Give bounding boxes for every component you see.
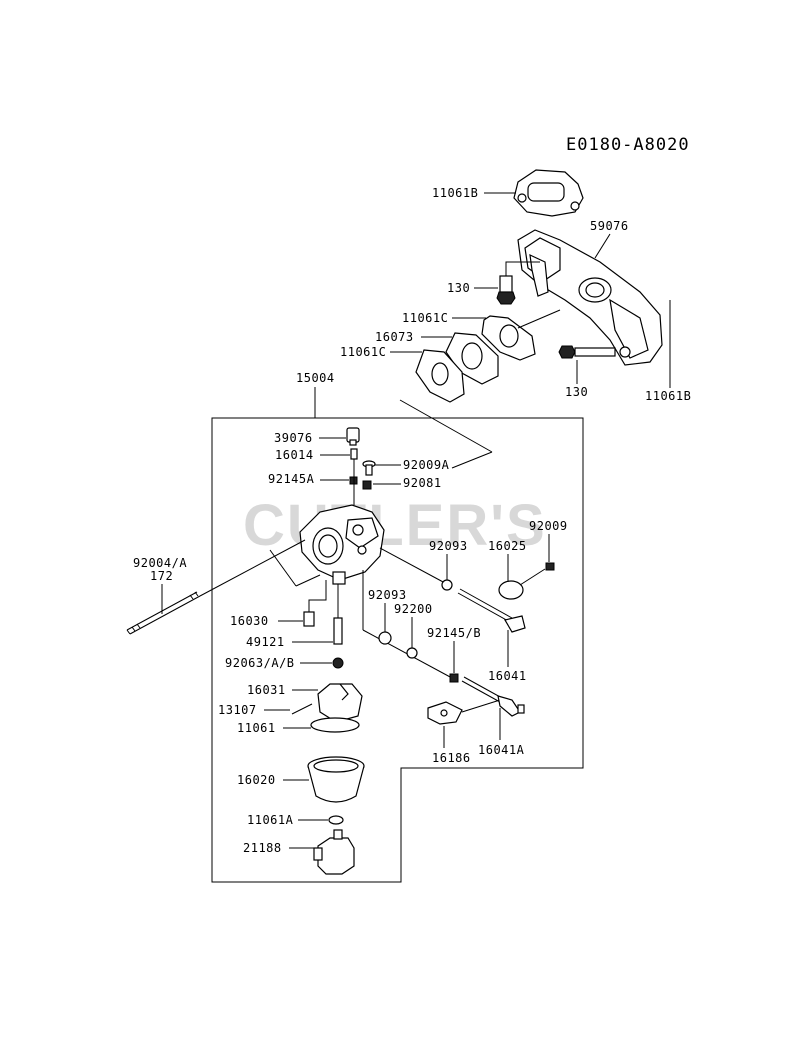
shaft-16025	[457, 580, 526, 633]
label-16020: 16020	[237, 773, 276, 787]
part-49121	[333, 617, 343, 645]
spring-92145B	[449, 673, 459, 683]
label-16073: 16073	[375, 330, 414, 344]
gasket-11061C-a	[481, 315, 536, 361]
label-59076: 59076	[590, 219, 629, 233]
label-92081: 92081	[403, 476, 442, 490]
screw-92009A	[362, 460, 376, 476]
oring-11061	[310, 717, 360, 733]
label-92093-b: 92093	[368, 588, 407, 602]
washer-11061A	[328, 815, 344, 825]
part-92081	[362, 480, 372, 490]
label-130-top: 130	[447, 281, 470, 295]
label-130-bottom: 130	[565, 385, 588, 399]
disc-16186	[427, 701, 463, 725]
label-92145A: 92145A	[268, 472, 315, 486]
label-16025: 16025	[488, 539, 527, 553]
gasket-11061C-b	[415, 349, 465, 403]
label-92145B: 92145/B	[427, 626, 481, 640]
label-16041A: 16041A	[478, 743, 525, 757]
label-16031: 16031	[247, 683, 286, 697]
label-21188: 21188	[243, 841, 282, 855]
washer-92093-b	[378, 631, 392, 645]
solenoid-21188	[313, 829, 355, 875]
carburetor-body	[299, 504, 385, 585]
gasket-11061B-top	[513, 169, 584, 217]
label-16041: 16041	[488, 669, 527, 683]
diagram-code: E0180-A8020	[566, 135, 690, 155]
screw-92009	[545, 562, 555, 571]
label-11061B-top: 11061B	[432, 186, 478, 200]
shaft-16041A	[461, 676, 525, 717]
label-11061C-a: 11061C	[402, 311, 448, 325]
part-39076	[346, 427, 360, 446]
pin-13107	[291, 703, 313, 715]
label-16186: 16186	[432, 751, 471, 765]
manifold-59076	[517, 229, 663, 366]
label-16030: 16030	[230, 614, 269, 628]
label-92200: 92200	[394, 602, 433, 616]
needle-16014	[350, 448, 358, 470]
label-16014: 16014	[275, 448, 314, 462]
label-11061A: 11061A	[247, 813, 294, 827]
washer-92093-a	[441, 579, 453, 591]
label-172: 172	[150, 569, 173, 583]
label-15004: 15004	[296, 371, 335, 385]
label-13107: 13107	[218, 703, 257, 717]
label-92063AB: 92063/A/B	[225, 656, 295, 670]
part-92063AB	[332, 657, 344, 669]
label-39076: 39076	[274, 431, 313, 445]
label-11061C-b: 11061C	[340, 345, 386, 359]
float-16031	[317, 683, 363, 723]
label-92093-a: 92093	[429, 539, 468, 553]
label-92004A: 92004/A	[133, 556, 187, 570]
kit-box-15004	[211, 417, 584, 883]
washer-92200	[406, 647, 418, 659]
label-92009: 92009	[529, 519, 568, 533]
stud-92004A-172	[126, 591, 201, 635]
label-11061B-right: 11061B	[645, 389, 691, 403]
label-92009A: 92009A	[403, 458, 450, 472]
watermark: CUTLER'S	[243, 493, 547, 558]
bolt-130-bottom	[558, 345, 616, 359]
label-49121: 49121	[246, 635, 285, 649]
bolt-130-top	[496, 275, 516, 305]
label-11061: 11061	[237, 721, 276, 735]
part-16030	[303, 611, 315, 627]
spacer-16073	[445, 332, 499, 385]
bowl-16020	[307, 756, 365, 803]
